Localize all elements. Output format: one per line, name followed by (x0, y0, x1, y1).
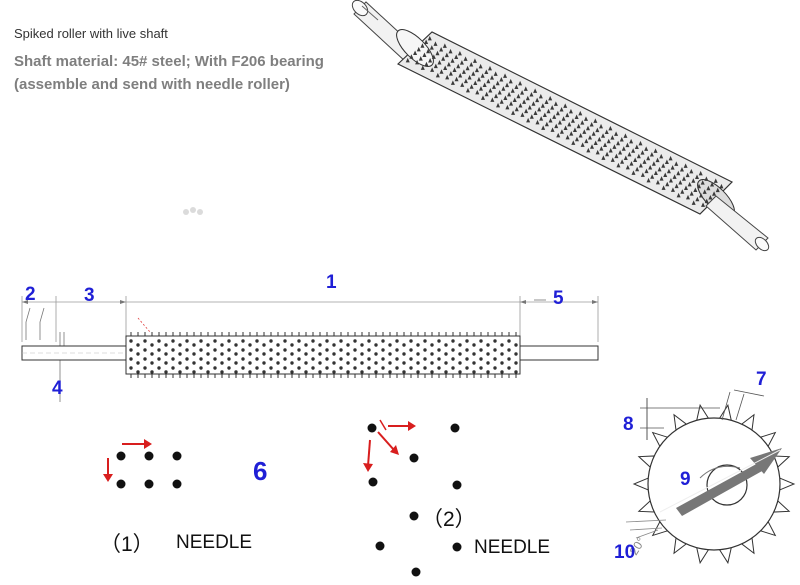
material-line: Shaft material: 45# steel; With F206 bea… (14, 53, 324, 70)
roller-side-view (21, 296, 599, 402)
label-5: 5 (553, 288, 564, 309)
label-6: 6 (253, 456, 268, 486)
label-9: 9 (680, 469, 691, 490)
assembly-note: (assemble and send with needle roller) (14, 76, 290, 93)
label-7: 7 (756, 369, 767, 390)
spikes-2d (129, 332, 518, 378)
diagram-title: Spiked roller with live shaft (14, 26, 168, 41)
right-shaft-3d (705, 195, 769, 251)
label-3: 3 (84, 285, 95, 306)
pattern-2-index: （2） (422, 508, 476, 531)
label-2: 2 (25, 284, 36, 305)
roller-3d (351, 0, 770, 252)
radius-arrow (676, 454, 776, 516)
spikes-3d (405, 35, 724, 207)
label-4: 4 (52, 378, 63, 399)
needle-pattern-2 (363, 419, 462, 577)
pattern-1-label: NEEDLE (176, 532, 253, 553)
label-10: 10 (614, 542, 636, 563)
label-8: 8 (623, 414, 634, 435)
needle-pattern-1 (103, 439, 182, 489)
label-1: 1 (326, 272, 337, 293)
pattern-2-label: NEEDLE (474, 537, 551, 558)
drum-body-3d (396, 31, 734, 215)
cross-section: 20° (625, 389, 796, 565)
shaft-end-3d (351, 0, 369, 17)
watermark-mark (183, 207, 203, 215)
pattern-1-index: （1） (100, 533, 154, 556)
